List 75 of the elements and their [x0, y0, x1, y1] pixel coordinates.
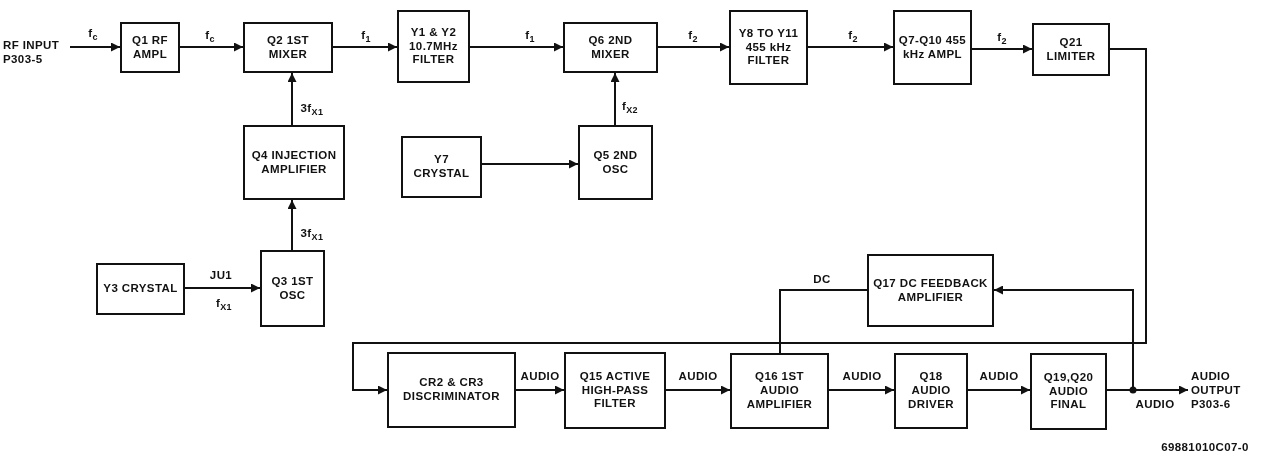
signal-label: f$_{2}$ — [848, 30, 858, 44]
block-label: Q1 RF AMPL — [131, 33, 169, 62]
block-label: Q5 2ND OSC — [592, 148, 639, 177]
signal-label: JU1 — [209, 270, 233, 282]
block-box — [401, 136, 482, 198]
signal-label: f$_{X2}$ — [622, 101, 638, 115]
block-box — [730, 353, 829, 429]
signal-label: f$_{X1}$ — [216, 298, 232, 312]
block-label: Q6 2ND MIXER — [587, 33, 634, 62]
block-label: Q7-Q10 455 kHz AMPL — [897, 33, 968, 62]
block-box — [564, 352, 666, 429]
connector-arrow — [828, 385, 895, 395]
signal-label: AUDIO — [520, 371, 560, 383]
block-box — [243, 22, 333, 73]
connector-arrow — [287, 72, 297, 126]
signal-label: AUDIO — [979, 371, 1019, 383]
connector-arrow — [657, 42, 730, 52]
block-label: Y7 CRYSTAL — [412, 153, 471, 181]
signal-label: AUDIO — [678, 371, 718, 383]
connector-arrow — [481, 159, 579, 169]
terminal-label: AUDIO OUTPUT P303-6 — [1190, 370, 1242, 412]
signal-label: f$_{2}$ — [688, 30, 698, 44]
block-box — [867, 254, 994, 327]
block-label: Q21 LIMITER — [1045, 35, 1097, 64]
figure-number: 69881010C07-0 — [1161, 442, 1249, 454]
signal-label: f$_{2}$ — [997, 32, 1007, 46]
connector-arrow — [469, 42, 564, 52]
signal-label: f$_{c}$ — [88, 28, 98, 42]
block-label: Y3 CRYSTAL — [102, 282, 179, 296]
block-label: Q2 1ST MIXER — [266, 33, 310, 62]
block-box — [387, 352, 516, 428]
connector-arrow — [332, 42, 398, 52]
signal-label: 3f$_{X1}$ — [300, 228, 324, 242]
block-box — [397, 10, 470, 83]
block-label: Q3 1ST OSC — [270, 274, 315, 303]
signal-label: f$_{1}$ — [525, 30, 535, 44]
block-box — [894, 353, 968, 429]
block-box — [243, 125, 345, 200]
block-box — [563, 22, 658, 73]
connector-arrow — [515, 385, 565, 395]
block-box — [96, 263, 185, 315]
block-label: Y8 TO Y11 455 kHz FILTER — [737, 26, 800, 69]
connector-arrow — [610, 72, 620, 126]
block-box — [120, 22, 180, 73]
connector-arrow — [967, 385, 1031, 395]
connector-arrow — [993, 285, 1134, 391]
terminal-label: RF INPUT P303-5 — [2, 39, 61, 67]
signal-label: AUDIO — [1135, 399, 1175, 411]
block-box — [260, 250, 325, 327]
connector-arrow — [665, 385, 731, 395]
block-box — [1032, 23, 1110, 76]
connector-arrow — [352, 48, 1147, 395]
signal-label: AUDIO — [842, 371, 882, 383]
connector-arrow — [807, 42, 894, 52]
block-label: Q15 ACTIVE HIGH-PASS FILTER — [578, 369, 652, 412]
connector-arrow — [179, 42, 244, 52]
signal-label: f$_{c}$ — [205, 30, 215, 44]
block-box — [578, 125, 653, 200]
block-label: Q4 INJECTION AMPLIFIER — [250, 148, 338, 177]
signal-label: 3f$_{X1}$ — [300, 103, 324, 117]
connector-arrow — [184, 283, 261, 293]
block-box — [1030, 353, 1107, 430]
block-box — [893, 10, 972, 85]
block-label: Q17 DC FEEDBACK AMPLIFIER — [872, 276, 989, 305]
block-label: Y1 & Y2 10.7MHz FILTER — [408, 25, 459, 68]
block-label: Q18 AUDIO DRIVER — [907, 370, 955, 412]
connector-arrow — [287, 199, 297, 251]
block-label: Q16 1ST AUDIO AMPLIFIER — [745, 370, 814, 412]
connector-arrow — [971, 44, 1033, 54]
block-label: CR2 & CR3 DISCRIMINATOR — [402, 376, 501, 404]
block-box — [729, 10, 808, 85]
connector-arrow — [69, 42, 121, 52]
block-label: Q19,Q20 AUDIO FINAL — [1042, 370, 1095, 413]
signal-label: DC — [813, 274, 831, 286]
signal-label: f$_{1}$ — [361, 30, 371, 44]
